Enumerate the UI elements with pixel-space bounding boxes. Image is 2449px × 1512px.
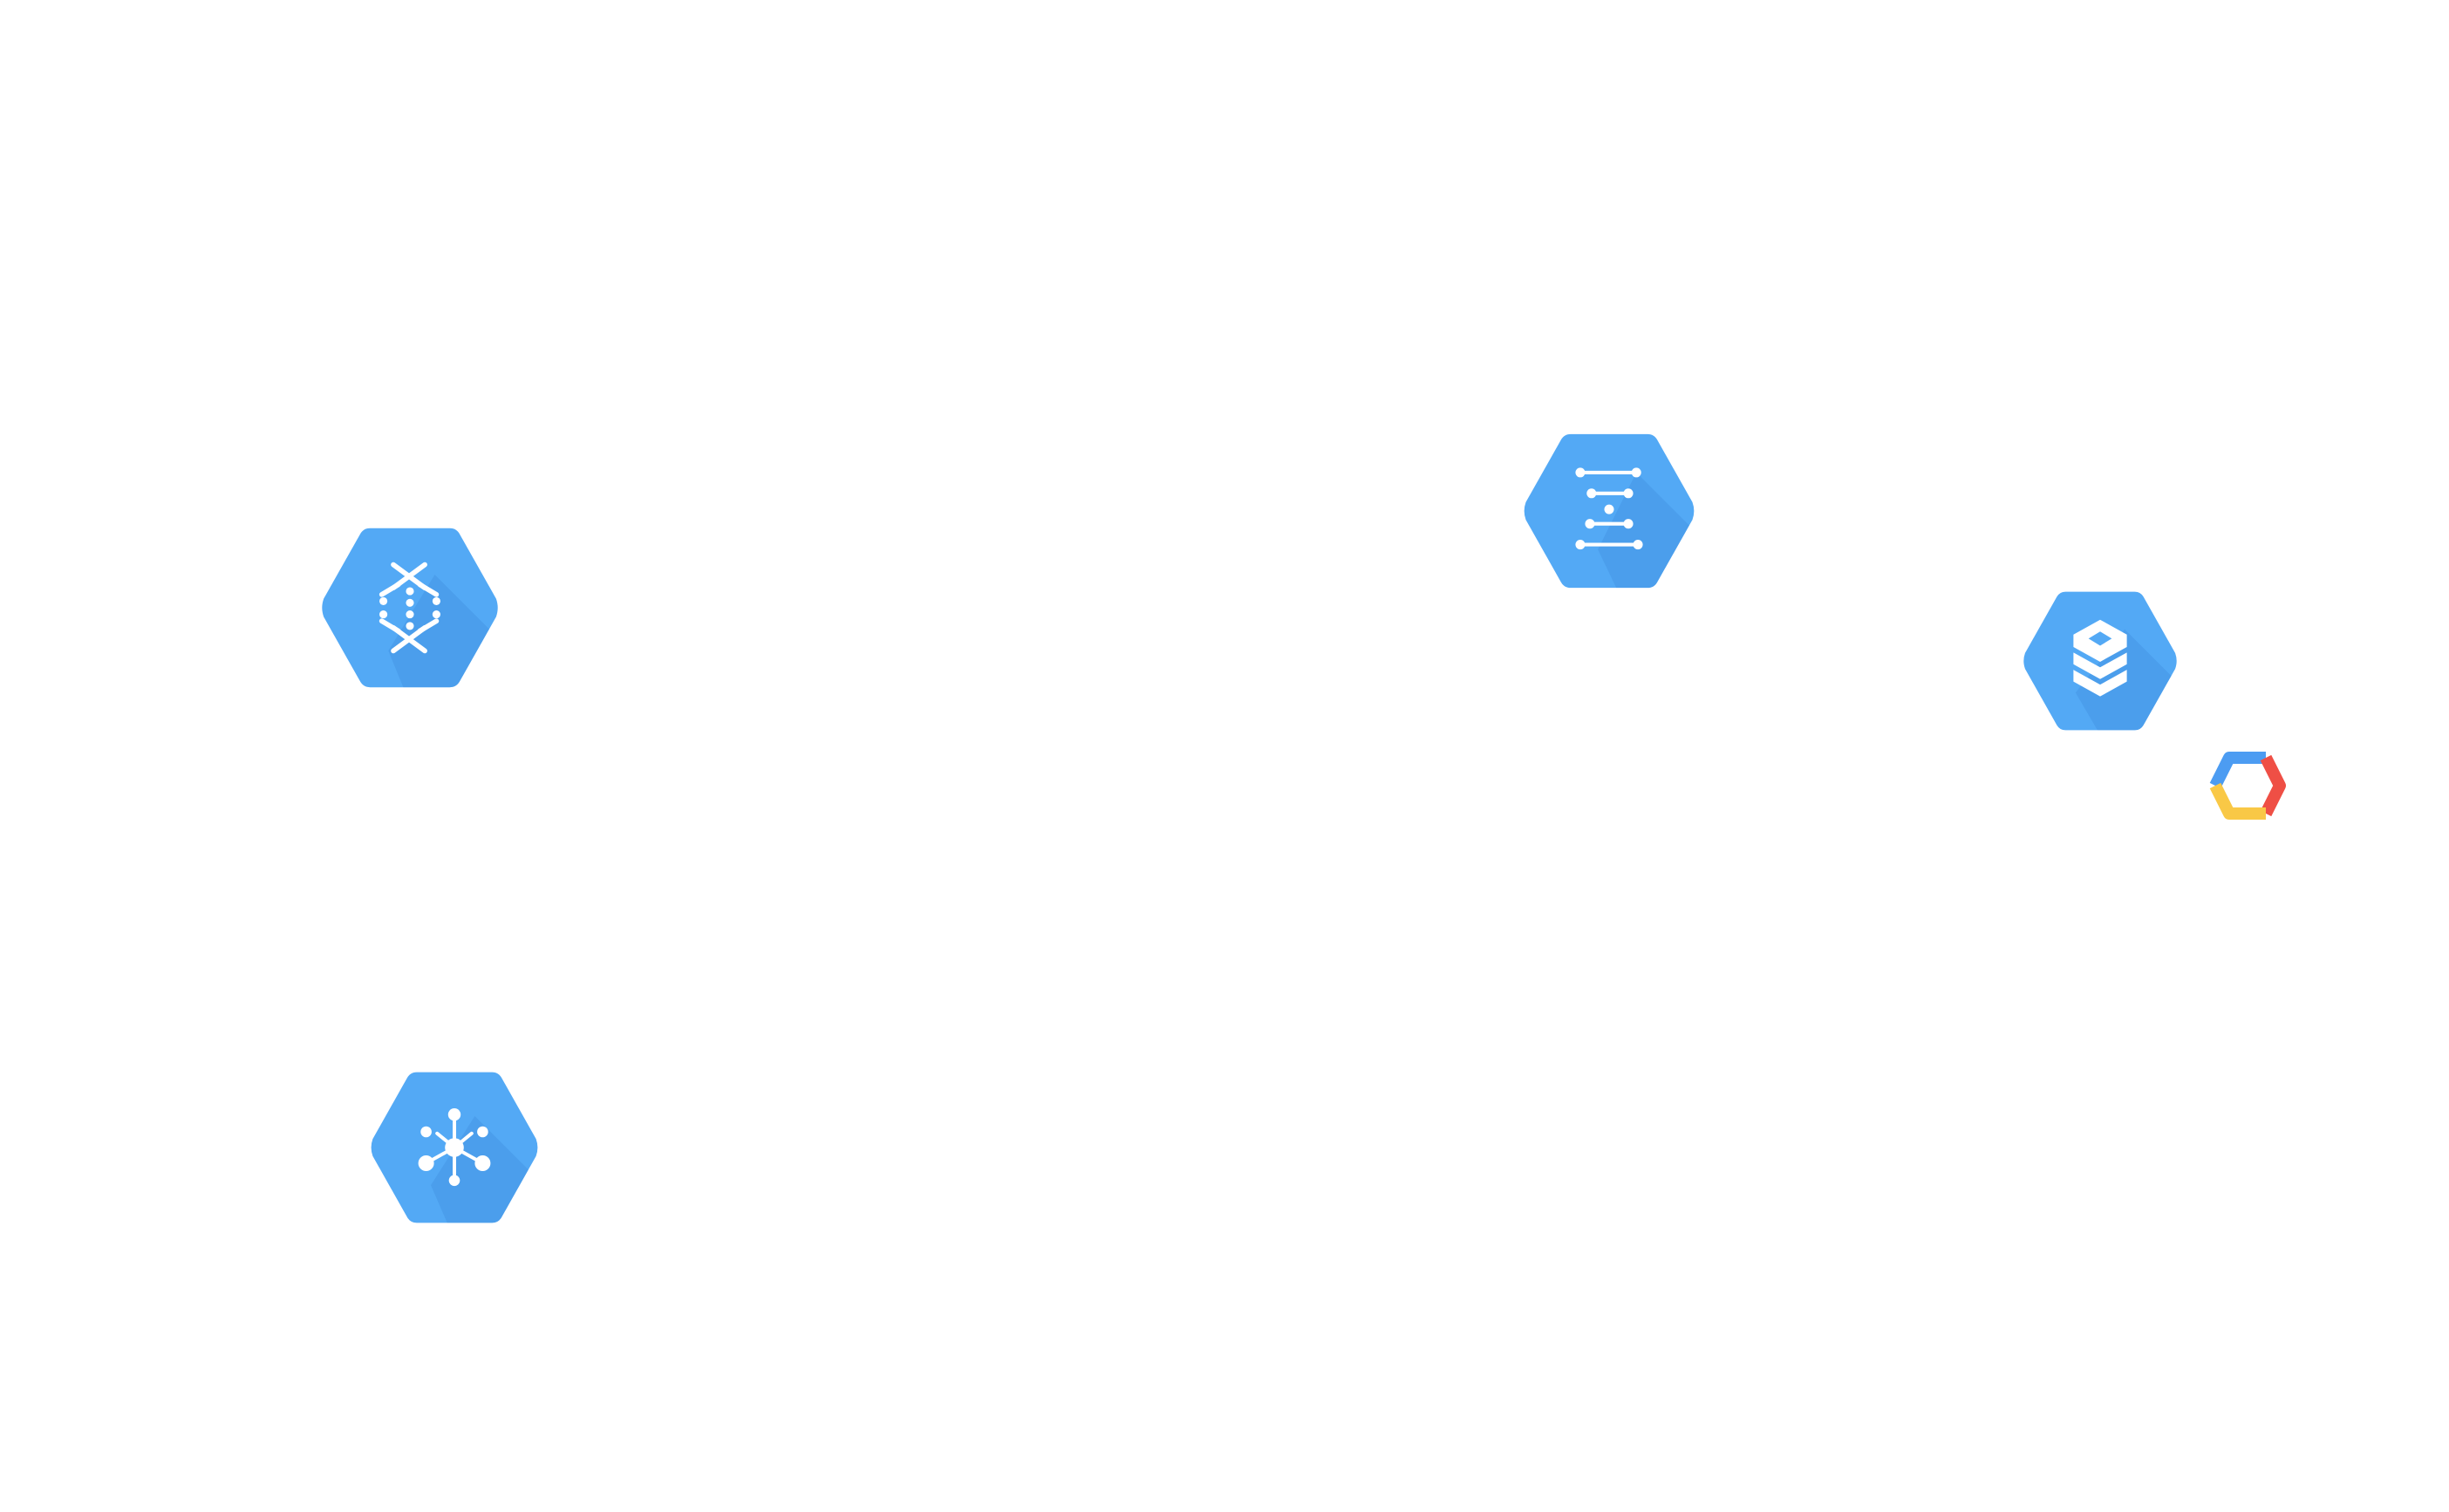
dataflow-icon bbox=[322, 528, 498, 688]
genomics-icon bbox=[1524, 433, 1695, 589]
google-cloud-logo-icon bbox=[2209, 752, 2286, 820]
iot-core-icon bbox=[371, 1072, 538, 1223]
datastore-icon bbox=[2023, 591, 2177, 731]
